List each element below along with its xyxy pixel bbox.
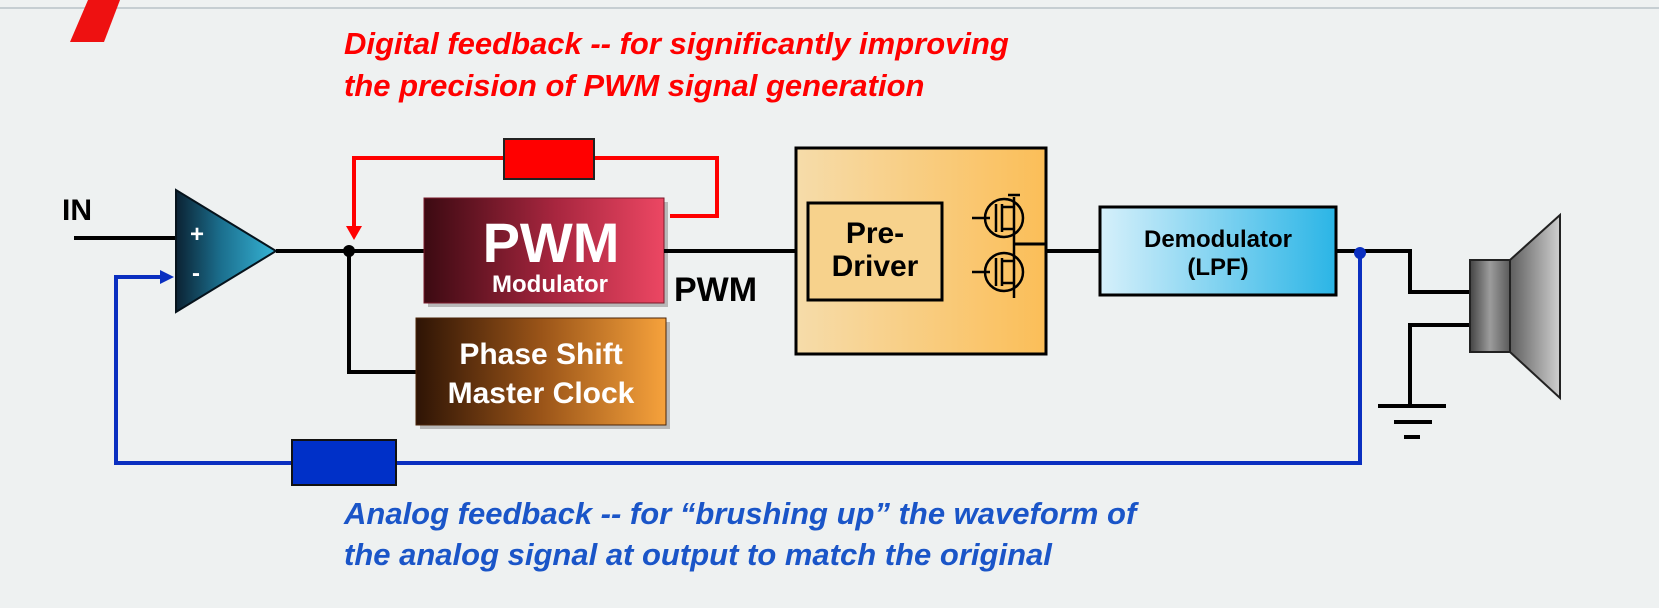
- phase-shift-master-clock-block: [415, 317, 667, 426]
- digital-feedback-caption-line1: Digital feedback -- for significantly im…: [344, 26, 1009, 61]
- phase-shift-label-line2: Master Clock: [448, 377, 635, 410]
- input-label: IN: [62, 194, 92, 227]
- pre-driver-label-line1: Pre-: [846, 217, 904, 250]
- pwm-modulator-title: PWM: [483, 211, 620, 274]
- analog-feedback-arrowhead: [160, 270, 174, 284]
- op-amp-triangle-icon: [175, 188, 278, 314]
- phase-shift-label-line1: Phase Shift: [459, 338, 622, 371]
- amp-plus-label: +: [190, 221, 204, 248]
- analog-feedback-path: [114, 253, 1362, 465]
- pwm-signal-label: PWM: [674, 271, 757, 309]
- digital-feedback-caption-line2: the precision of PWM signal generation: [344, 68, 924, 103]
- analog-feedback-caption-line2: the analog signal at output to match the…: [344, 537, 1053, 572]
- speaker-negative-wire: [1408, 323, 1470, 404]
- analog-feedback-block: [291, 439, 397, 486]
- speaker-positive-wire: [1336, 249, 1470, 294]
- digital-feedback-path: [352, 156, 719, 228]
- pwm-modulator-subtitle: Modulator: [492, 271, 608, 298]
- mosfet-icon: [972, 193, 1025, 244]
- speaker-icon: [1469, 212, 1561, 401]
- accent-mark: [70, 0, 120, 42]
- clock-wire: [347, 251, 416, 374]
- demodulator-block: [1098, 205, 1338, 297]
- ground-icon: [1378, 404, 1446, 439]
- pre-driver-block: [806, 201, 944, 302]
- pre-driver-label-line2: Driver: [832, 250, 919, 283]
- mosfet-icon: [972, 244, 1025, 298]
- analog-feedback-caption-line1: Analog feedback -- for “brushing up” the…: [343, 496, 1139, 531]
- demodulator-label-line2: (LPF): [1187, 254, 1248, 281]
- demodulator-label-line1: Demodulator: [1144, 226, 1292, 253]
- pwm-modulator-block: [423, 197, 665, 304]
- amp-minus-label: -: [192, 260, 200, 287]
- digital-feedback-arrowhead: [346, 226, 362, 240]
- digital-feedback-block: [503, 138, 595, 180]
